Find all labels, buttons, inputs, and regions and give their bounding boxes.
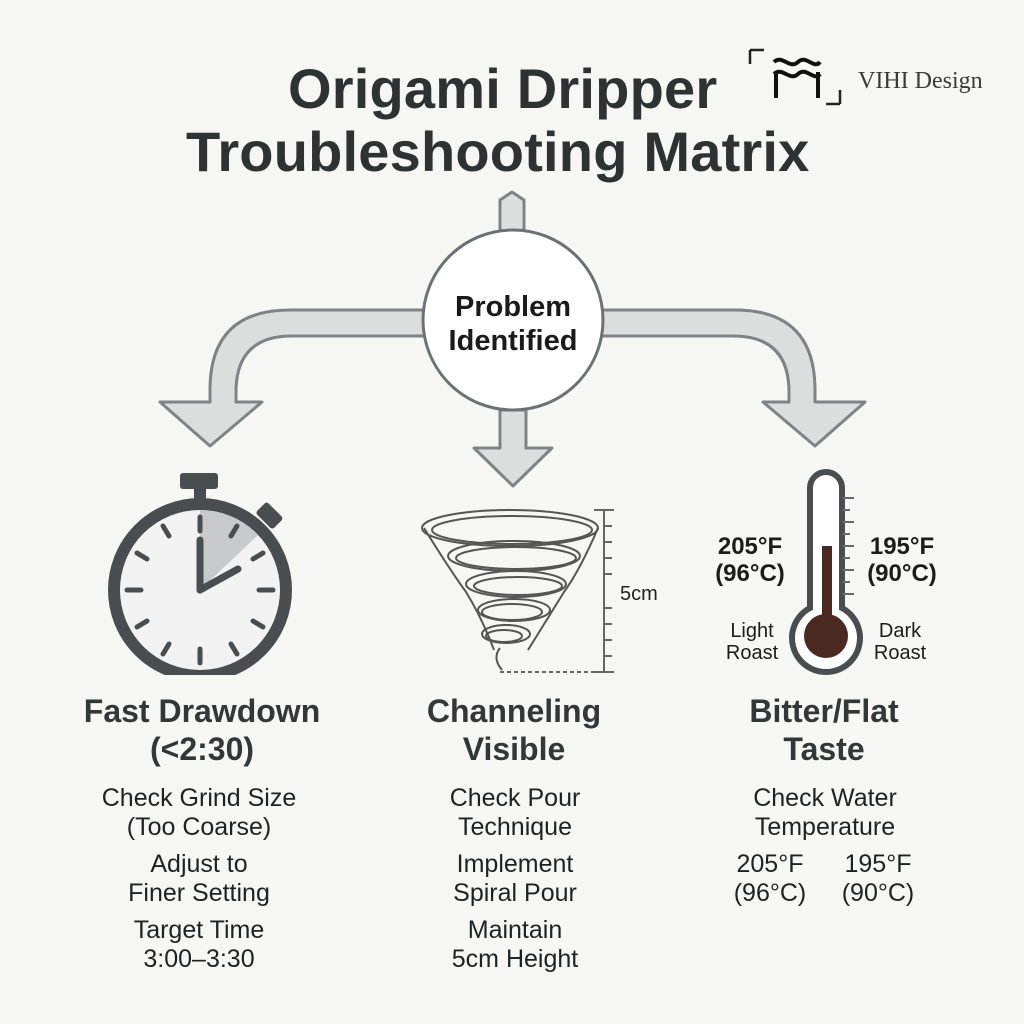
problem-identified-label: Problem Identified (423, 290, 603, 358)
channeling-step-6: 5cm Height (451, 945, 579, 973)
roast-left-2: Roast (725, 642, 779, 664)
roast-right-1: Dark (878, 620, 922, 642)
fast-drawdown-title-1: Fast Drawdown (83, 693, 321, 729)
fast-drawdown-title-2: (<2:30) (149, 731, 255, 767)
fast-drawdown-step-1: Check Grind Size (101, 784, 297, 812)
vihi-logo-icon (748, 48, 842, 106)
channeling-title-1: Channeling (426, 693, 602, 729)
therm-right-c: (90°C) (867, 560, 937, 587)
ruler-label: 5cm (620, 583, 658, 605)
stopwatch-icon (108, 473, 292, 675)
fast-drawdown-step-4: Finer Setting (128, 879, 270, 907)
fast-drawdown-step-3: Adjust to (150, 850, 248, 878)
channeling-step-1: Check Pour (449, 784, 581, 812)
problem-line-1: Problem (454, 291, 572, 323)
bitter-step-2: Temperature (754, 813, 896, 841)
problem-circle (421, 228, 605, 412)
logo-text: VIHI Design (858, 68, 983, 94)
right-arrow (598, 308, 867, 448)
roast-right-2: Roast (873, 642, 927, 664)
therm-left-c: (96°C) (715, 560, 785, 587)
therm-right-f: 195°F (869, 533, 935, 560)
fast-drawdown-step-2: (Too Coarse) (126, 813, 272, 841)
channeling-step-2: Technique (458, 813, 572, 841)
spiral-pour-icon (421, 509, 614, 673)
center-arrow (472, 408, 554, 488)
bitter-step-1: Check Water (753, 784, 897, 812)
bitter-temp-right-f: 195°F (844, 850, 912, 878)
bitter-temp-left-c: (96°C) (733, 879, 807, 907)
bitter-temp-left-f: 205°F (736, 850, 804, 878)
bitter-temp-right-c: (90°C) (841, 879, 915, 907)
left-arrow (158, 308, 427, 448)
roast-left-1: Light (730, 620, 774, 642)
problem-line-2: Identified (448, 325, 578, 357)
channeling-step-3: Implement (456, 850, 574, 878)
fast-drawdown-step-5: Target Time (133, 916, 265, 944)
bitter-title-1: Bitter/Flat (749, 693, 899, 729)
title-line-1: Origami Dripper (288, 57, 718, 120)
channeling-title-2: Visible (462, 731, 566, 767)
fast-drawdown-step-6: 3:00–3:30 (143, 945, 255, 973)
therm-left-f: 205°F (717, 533, 783, 560)
channeling-step-4: Spiral Pour (453, 879, 577, 907)
title-line-2: Troubleshooting Matrix (186, 120, 810, 183)
thermometer-icon (789, 469, 863, 675)
channeling-step-5: Maintain (467, 916, 563, 944)
bitter-title-2: Taste (783, 731, 865, 767)
